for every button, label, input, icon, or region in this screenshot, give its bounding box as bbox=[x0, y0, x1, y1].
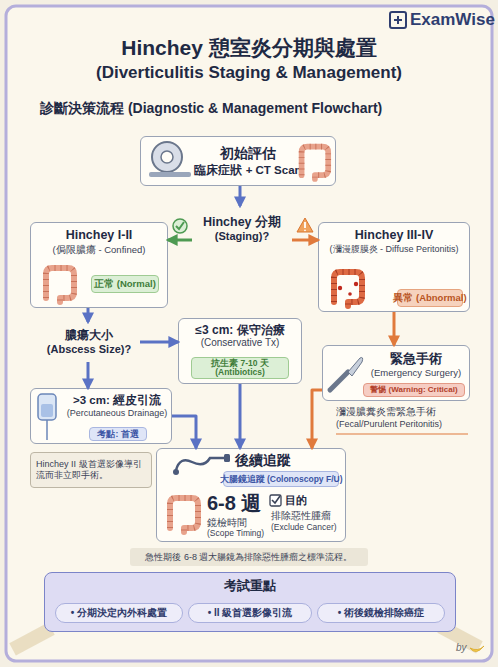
node-text: 緊急手術 bbox=[390, 351, 442, 367]
note-text: 瀰漫膿糞炎需緊急手術 bbox=[336, 406, 436, 419]
node-text: ≤3 cm: 保守治療 bbox=[195, 323, 284, 337]
status-chip: 正常 (Normal) bbox=[91, 275, 159, 293]
scalpel-icon bbox=[330, 358, 363, 391]
node-text: >3 cm: 經皮引流 bbox=[73, 394, 161, 408]
title-subline: (Diverticulitis Staging & Management) bbox=[0, 63, 498, 83]
node-text: 排除惡性腫瘤 bbox=[271, 510, 331, 521]
node-text: • 分期決定內外科處置 bbox=[71, 607, 167, 619]
key-point-chip: • II 級首選影像引流 bbox=[188, 603, 312, 623]
logo-icon bbox=[390, 12, 406, 28]
node-text: 膿瘍大小 bbox=[65, 328, 113, 342]
node-text: (Scope Timing) bbox=[207, 528, 264, 538]
node-text: (瀰漫腹膜炎 - Diffuse Peritonitis) bbox=[330, 244, 459, 255]
note-underline bbox=[336, 433, 468, 434]
inflamed-colon-icon bbox=[334, 272, 362, 306]
exam-chip: 考點: 首選 bbox=[89, 427, 147, 441]
iv-bag-icon bbox=[38, 394, 56, 440]
decision-node: 膿瘍大小(Abscess Size)? bbox=[38, 322, 140, 362]
node-text: 考點: 首選 bbox=[97, 429, 138, 439]
flow-arrow bbox=[140, 341, 178, 344]
banana-mark bbox=[470, 646, 484, 652]
note-box: Hinchey II 級首選影像導引流而非立即手術。 bbox=[30, 452, 152, 488]
process-box: ≤3 cm: 保守治療(Conservative Tx) 抗生素 7-10 天 (… bbox=[178, 318, 302, 384]
node-text: 大腸鏡追蹤 (Colonoscopy F/U) bbox=[220, 474, 343, 484]
node-text: (Exclude Cancer) bbox=[271, 522, 337, 532]
brand-logo: ExamWise bbox=[410, 10, 495, 30]
node-text: (Staging)? bbox=[215, 230, 269, 243]
node-text: (Abscess Size)? bbox=[47, 343, 131, 356]
stage-box: Hinchey I-II(侷限膿瘍 - Confined) 正常 (Normal) bbox=[30, 222, 168, 308]
colonoscope-icon bbox=[173, 454, 230, 475]
colon-icon bbox=[170, 498, 198, 532]
warning-icon bbox=[297, 218, 313, 232]
frame-border bbox=[6, 6, 492, 661]
section-heading: 診斷決策流程 (Diagnostic & Management Flowchar… bbox=[40, 100, 382, 118]
signature: by bbox=[456, 642, 467, 653]
node-text: • 術後鏡檢排除癌症 bbox=[338, 607, 424, 619]
node-text: 6-8 週 bbox=[207, 491, 261, 515]
process-box: 初始評估臨床症狀 + CT Scan bbox=[140, 136, 336, 186]
ct-scanner-icon bbox=[149, 142, 191, 177]
flow-arrow bbox=[87, 362, 90, 388]
colon-icon bbox=[46, 268, 74, 302]
flow-arrow bbox=[312, 390, 322, 448]
node-text: (Emergency Surgery) bbox=[371, 367, 461, 378]
node-text: 正常 (Normal) bbox=[94, 278, 156, 289]
node-text: Hinchey 分期 bbox=[203, 215, 281, 230]
node-text: 後續追蹤 bbox=[235, 453, 291, 469]
node-text: 初始評估 bbox=[220, 145, 276, 162]
status-chip: 異常 (Abnormal) bbox=[397, 289, 463, 307]
node-text: 急性期後 6-8 週大腸鏡為排除惡性腫瘤之標準流程。 bbox=[145, 552, 352, 563]
node-text: 抗生素 7-10 天 (Antibiotics) bbox=[192, 359, 288, 378]
node-text: 考試重點 bbox=[224, 578, 276, 594]
stage-box: Hinchey III-IV(瀰漫腹膜炎 - Diffuse Peritonit… bbox=[318, 222, 470, 312]
process-box: >3 cm: 經皮引流(Percutaneous Drainage) 考點: 首選 bbox=[30, 388, 172, 444]
note-text: (Fecal/Purulent Peritonitis) bbox=[336, 419, 442, 429]
key-point-chip: • 術後鏡檢排除癌症 bbox=[317, 603, 445, 623]
node-text: Hinchey I-II bbox=[66, 228, 133, 243]
flow-arrow bbox=[292, 239, 318, 242]
decision-node: Hinchey 分期(Staging)? bbox=[192, 206, 292, 252]
node-text: 異常 (Abnormal) bbox=[393, 292, 466, 303]
flow-arrow bbox=[168, 239, 192, 242]
colon-icon bbox=[302, 147, 329, 179]
procedure-chip: 大腸鏡追蹤 (Colonoscopy F/U) bbox=[223, 471, 339, 487]
node-text: (Conservative Tx) bbox=[201, 337, 280, 349]
node-text: (Percutaneous Drainage) bbox=[67, 408, 168, 419]
note-box: 急性期後 6-8 週大腸鏡為排除惡性腫瘤之標準流程。 bbox=[130, 548, 368, 566]
followup-box: 後續追蹤 6-8 週鏡檢時間(Scope Timing) 目的排除惡性腫瘤(Excl… bbox=[156, 448, 346, 542]
flow-arrow bbox=[87, 308, 90, 322]
check-icon bbox=[173, 219, 187, 233]
node-text: 警惕 (Warning: Critical) bbox=[370, 385, 457, 395]
checkbox-icon bbox=[270, 495, 281, 506]
warning-chip: 警惕 (Warning: Critical) bbox=[363, 383, 465, 397]
key-points-band: 考試重點 • 分期決定內外科處置 • II 級首選影像引流 • 術後鏡檢排除癌症 bbox=[44, 572, 456, 632]
title: Hinchey 憩室炎分期與處置 bbox=[0, 34, 498, 62]
treatment-chip: 抗生素 7-10 天 (Antibiotics) bbox=[191, 357, 289, 379]
node-text: Hinchey III-IV bbox=[355, 228, 434, 243]
node-text: (侷限膿瘍 - Confined) bbox=[53, 244, 146, 255]
key-point-chip: • 分期決定內外科處置 bbox=[55, 603, 183, 623]
node-text: 鏡檢時間 bbox=[207, 517, 247, 528]
node-text: 目的 bbox=[285, 494, 307, 507]
process-box: 緊急手術(Emergency Surgery) 警惕 (Warning: Crit… bbox=[322, 345, 470, 401]
node-text: • II 級首選影像引流 bbox=[208, 607, 293, 619]
node-text: Hinchey II 級首選影像導引流而非立即手術。 bbox=[36, 459, 146, 482]
flow-arrow bbox=[172, 416, 196, 448]
flow-arrow bbox=[239, 384, 242, 448]
flow-arrow bbox=[393, 312, 396, 345]
flow-arrow bbox=[239, 186, 242, 206]
node-text: 臨床症狀 + CT Scan bbox=[194, 164, 301, 178]
